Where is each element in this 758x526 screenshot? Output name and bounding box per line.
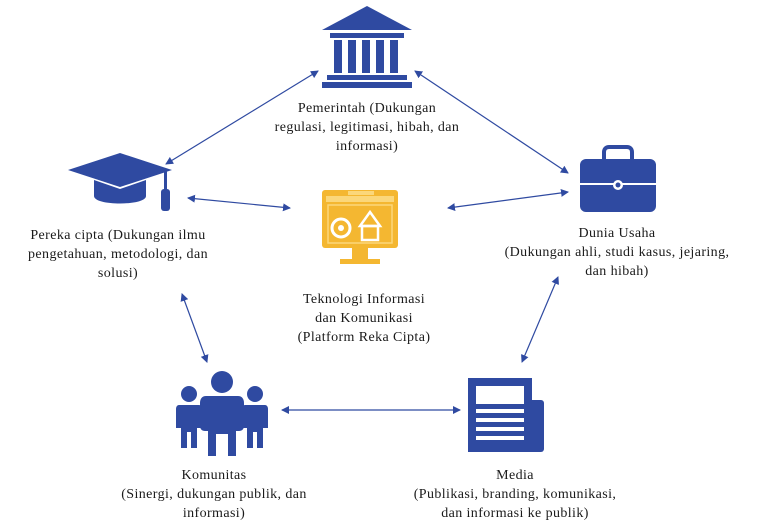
media-label-line-1: Media [496,468,534,483]
dunia-label-line-3: dan hibah) [585,264,649,279]
pereka-label-line-2: pengetahuan, metodologi, dan [28,247,208,262]
media-label: Media (Publikasi, branding, komunikasi, … [388,466,642,523]
teknologi-label-line-1: Teknologi Informasi [302,292,426,307]
bank-icon [322,6,412,88]
pereka-label-line-1: Pereka cipta (Dukungan ilmu [30,228,206,243]
pemerintah-label-line-2: regulasi, legitimasi, hibah, dan [274,120,460,135]
arrow-teknologi-dunia [447,188,569,212]
arrow-dunia-media [521,276,559,363]
pemerintah-label-line-1: Pemerintah (Dukungan [297,101,437,116]
arrow-pereka-komunitas [180,293,209,363]
pemerintah-label: Pemerintah (Dukungan regulasi, legitimas… [252,99,482,156]
komunitas-label: Komunitas (Sinergi, dukungan publik, dan… [96,466,332,523]
newspaper-icon [468,378,544,452]
people-group-icon [176,371,268,456]
dunia-label-line-2: (Dukungan ahli, studi kasus, jejaring, [504,245,730,260]
arrow-pemerintah-pereka [165,70,319,165]
dunia-label-line-1: Dunia Usaha [578,226,656,241]
teknologi-label-line-2: dan Komunikasi [315,311,413,326]
media-label-line-2: (Publikasi, branding, komunikasi, [413,487,617,502]
arrow-pemerintah-dunia [414,70,569,174]
computer-design-icon [322,190,398,264]
pemerintah-label-line-3: informasi) [335,139,399,154]
dunia-label: Dunia Usaha (Dukungan ahli, studi kasus,… [484,224,750,281]
pereka-label-line-3: solusi) [97,266,139,281]
media-label-line-3: dan informasi ke publik) [441,506,589,521]
komunitas-label-line-2: (Sinergi, dukungan publik, dan [121,487,307,502]
pereka-label: Pereka cipta (Dukungan ilmu pengetahuan,… [0,226,236,283]
arrow-pereka-teknologi [187,194,291,212]
komunitas-label-line-1: Komunitas [181,468,247,483]
komunitas-label-line-3: informasi) [182,506,246,521]
briefcase-icon [580,145,656,212]
teknologi-label: Teknologi Informasi dan Komunikasi (Plat… [264,290,464,347]
graduation-cap-icon [68,153,172,211]
teknologi-label-line-3: (Platform Reka Cipta) [297,330,431,345]
